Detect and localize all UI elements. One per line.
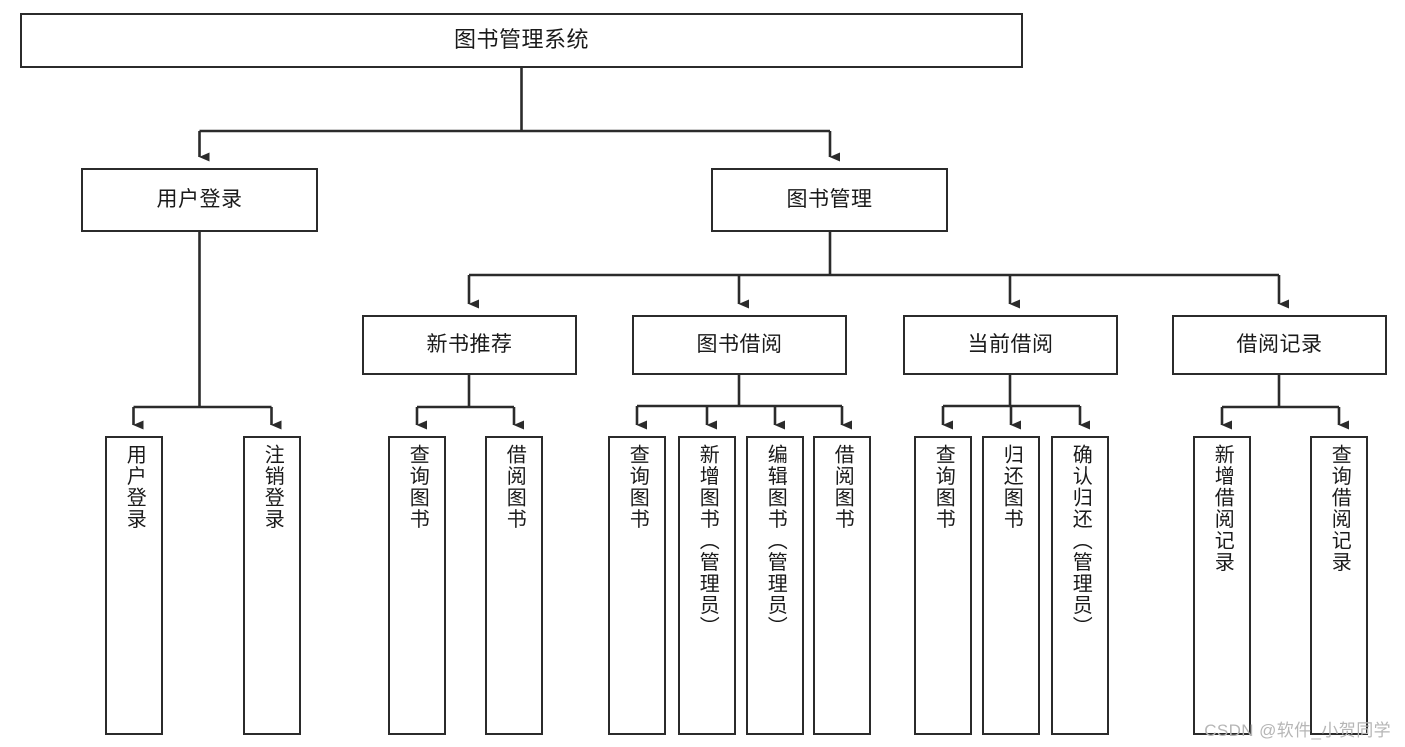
- node-leaf-return-book[interactable]: 归还图书: [982, 436, 1040, 735]
- node-label: 编辑图书（管理员）: [764, 444, 787, 638]
- node-leaf-confirm-return[interactable]: 确认归还（管理员）: [1051, 436, 1109, 735]
- node-label: 用户登录: [156, 188, 243, 212]
- node-label: 图书借阅: [696, 333, 783, 357]
- node-leaf-borrow-book[interactable]: 借阅图书: [813, 436, 871, 735]
- node-label: 新书推荐: [426, 333, 513, 357]
- node-user-login[interactable]: 用户登录: [81, 168, 318, 232]
- node-leaf-query-book-borrow[interactable]: 查询图书: [608, 436, 666, 735]
- node-root-book-management-system[interactable]: 图书管理系统: [20, 13, 1023, 68]
- node-label: 确认归还（管理员）: [1069, 444, 1092, 638]
- node-label: 查询图书: [932, 444, 955, 530]
- node-label: 借阅图书: [831, 444, 854, 530]
- node-leaf-query-book-current[interactable]: 查询图书: [914, 436, 972, 735]
- node-label: 查询图书: [406, 444, 429, 530]
- node-label: 当前借阅: [967, 333, 1054, 357]
- node-new-book-recommend[interactable]: 新书推荐: [362, 315, 577, 375]
- node-label: 新增图书（管理员）: [696, 444, 719, 638]
- node-leaf-user-logout[interactable]: 注销登录: [243, 436, 301, 735]
- node-leaf-add-borrow-record[interactable]: 新增借阅记录: [1193, 436, 1251, 735]
- node-leaf-add-book[interactable]: 新增图书（管理员）: [678, 436, 736, 735]
- node-label: 查询借阅记录: [1328, 444, 1351, 573]
- node-book-management[interactable]: 图书管理: [711, 168, 948, 232]
- node-current-borrow[interactable]: 当前借阅: [903, 315, 1118, 375]
- node-book-borrow[interactable]: 图书借阅: [632, 315, 847, 375]
- node-label: 用户登录: [123, 444, 146, 530]
- node-leaf-user-login[interactable]: 用户登录: [105, 436, 163, 735]
- node-label: 借阅记录: [1236, 333, 1323, 357]
- node-leaf-edit-book[interactable]: 编辑图书（管理员）: [746, 436, 804, 735]
- node-label: 借阅图书: [503, 444, 526, 530]
- node-leaf-borrow-book-recommend[interactable]: 借阅图书: [485, 436, 543, 735]
- node-label: 查询图书: [626, 444, 649, 530]
- node-label: 图书管理: [786, 188, 873, 212]
- node-label: 归还图书: [1000, 444, 1023, 530]
- node-leaf-query-borrow-record[interactable]: 查询借阅记录: [1310, 436, 1368, 735]
- node-leaf-query-book-recommend[interactable]: 查询图书: [388, 436, 446, 735]
- node-label: 新增借阅记录: [1211, 444, 1234, 573]
- node-borrow-record[interactable]: 借阅记录: [1172, 315, 1387, 375]
- node-label: 注销登录: [261, 444, 284, 530]
- node-label: 图书管理系统: [453, 27, 589, 53]
